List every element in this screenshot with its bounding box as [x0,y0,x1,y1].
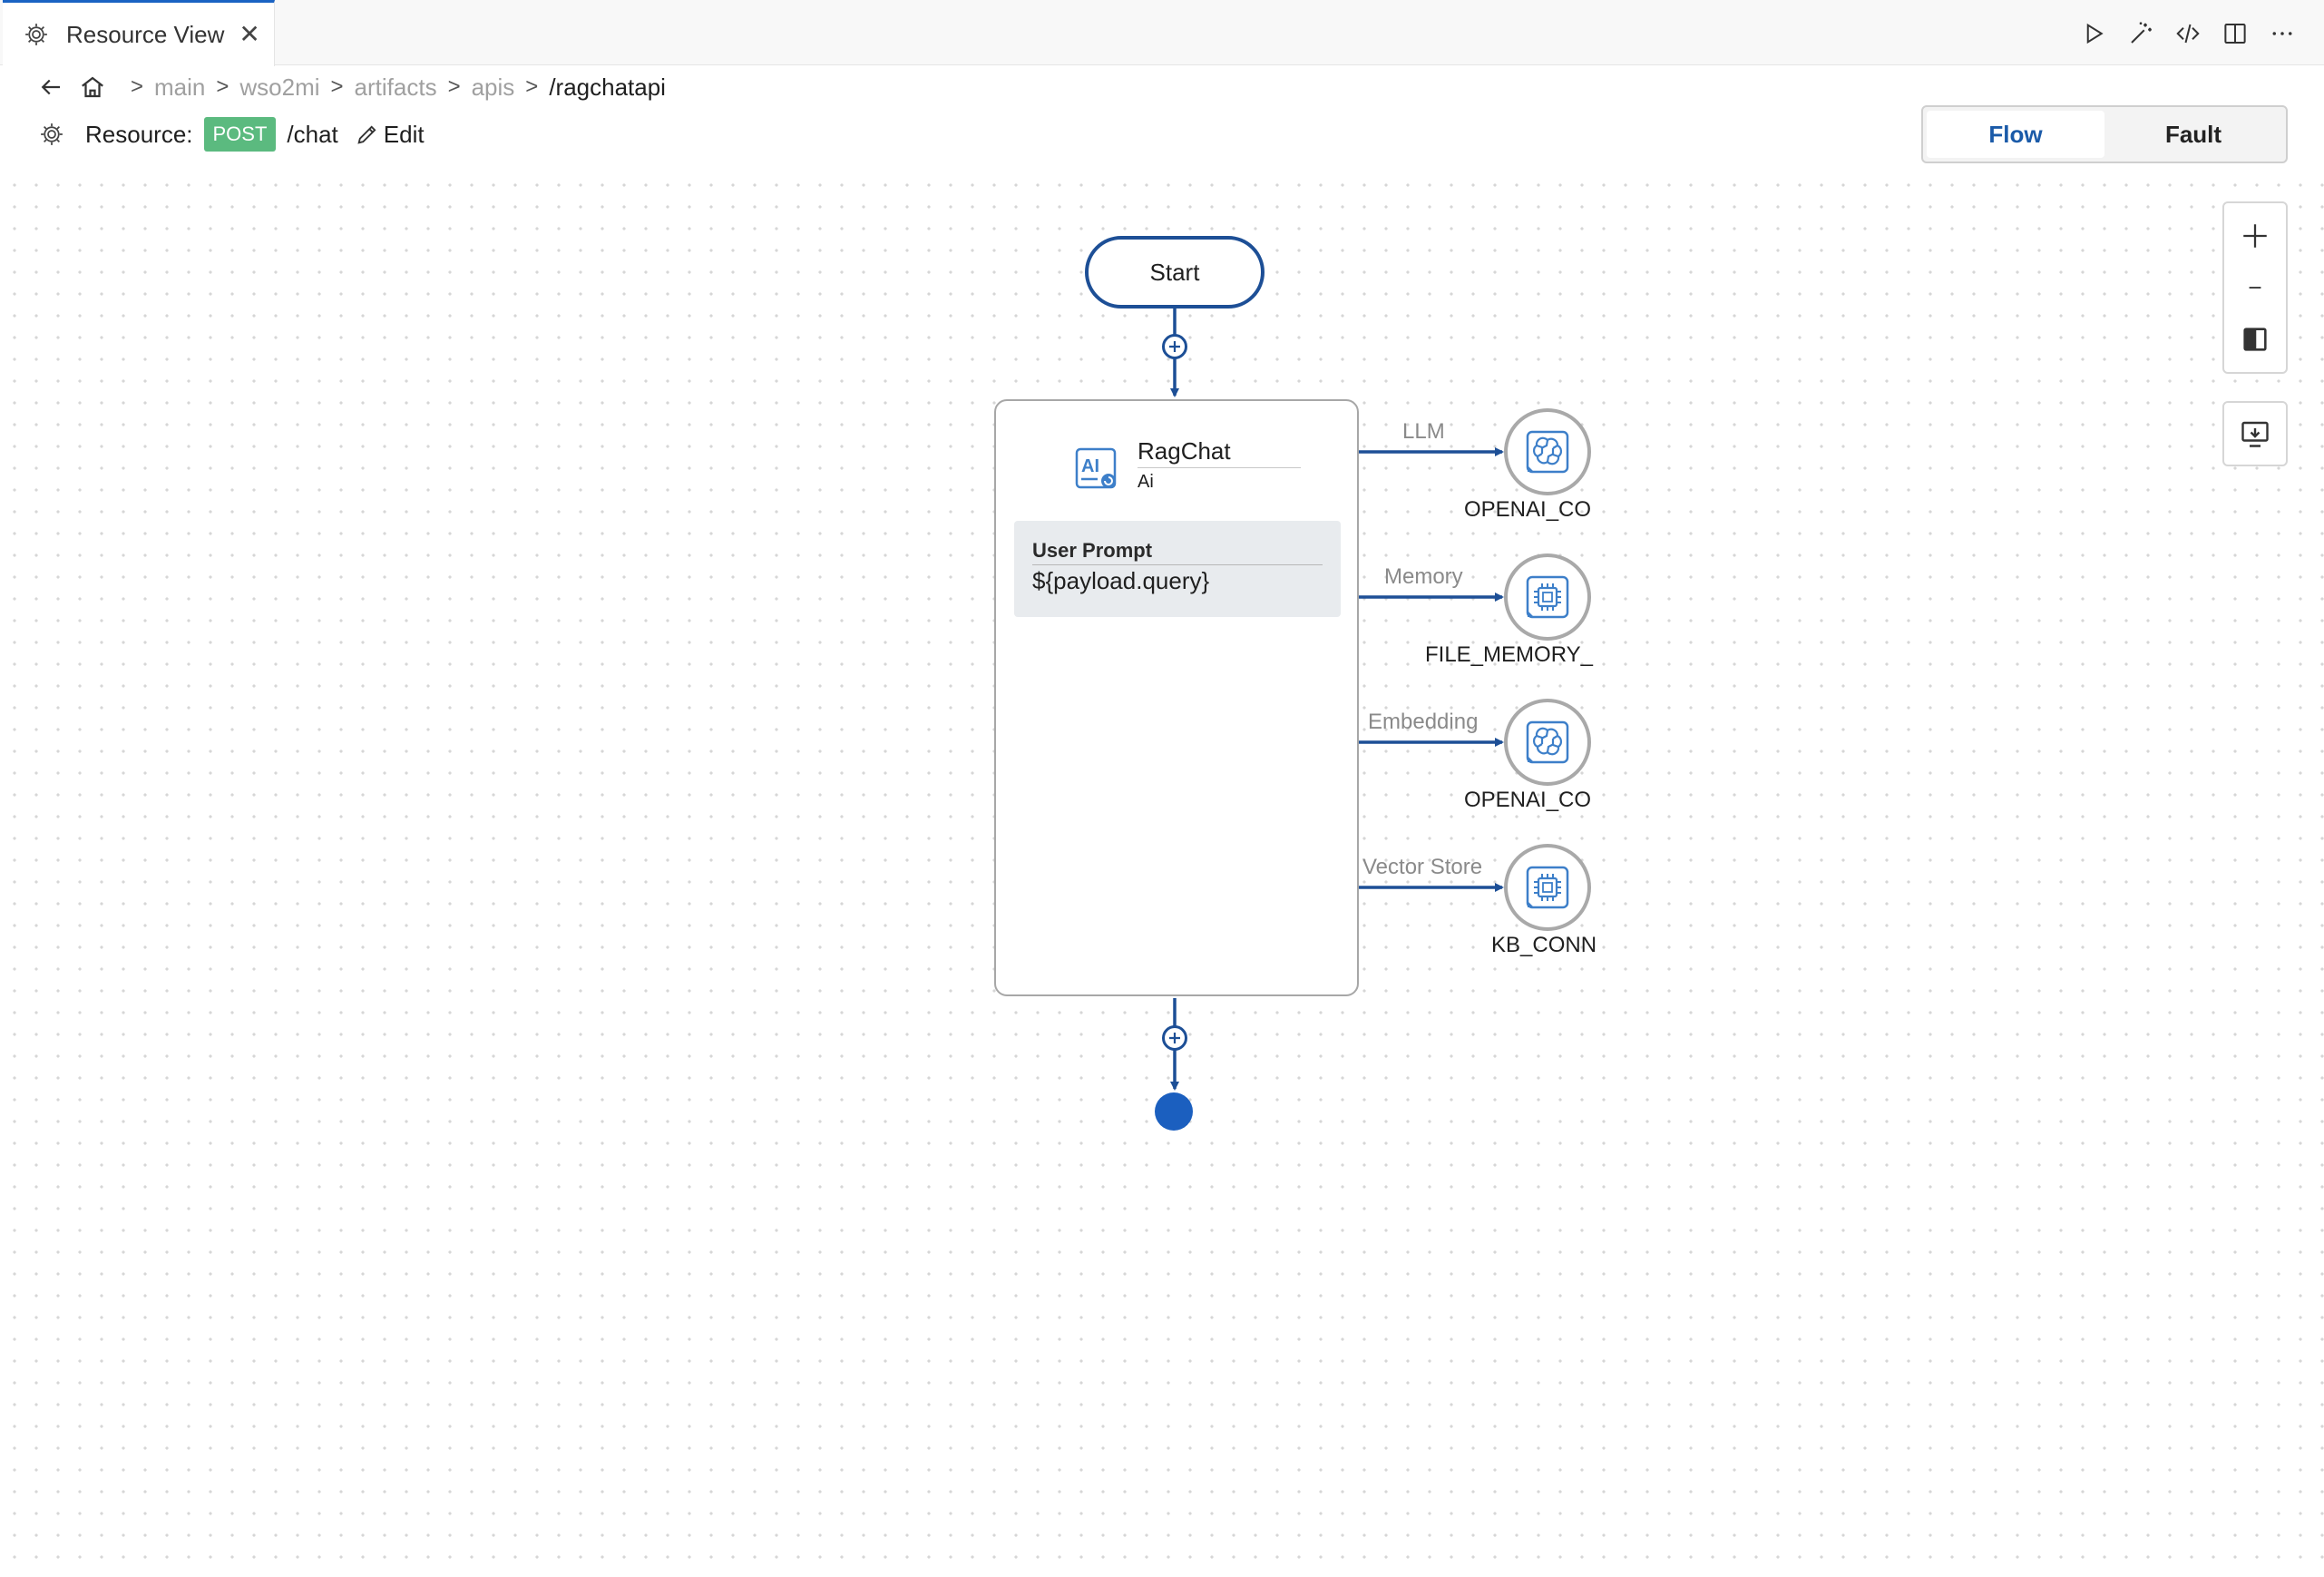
tab-title: Resource View [66,20,225,48]
breadcrumb-item-main[interactable]: main [154,73,206,101]
editor-actions [2070,16,2306,51]
code-icon [2176,24,2200,44]
zoom-in-button[interactable] [2237,218,2273,254]
connector-name-vector-store: KB_CONN [1491,933,1597,957]
connection-label-embedding: Embedding [1368,710,1479,734]
openai-icon [1526,720,1569,764]
connector-openai-embedding[interactable] [1504,699,1591,786]
back-arrow-icon[interactable] [36,73,65,102]
edit-label: Edit [383,120,425,148]
connection-label-llm: LLM [1402,419,1445,444]
screen-download-icon [2241,421,2269,447]
plus-icon [2243,224,2267,249]
editor-tab-bar: Resource View ✕ [0,0,2324,66]
edit-resource-button[interactable]: Edit [355,121,425,149]
breadcrumb-item-apis[interactable]: apis [471,73,515,101]
breadcrumb-current: /ragchatapi [549,73,666,101]
fit-screen-button[interactable] [2222,401,2288,466]
source-view-button[interactable] [2164,16,2212,51]
zoom-controls [2222,201,2288,374]
user-prompt-field[interactable]: User Prompt ${payload.query} [1014,521,1341,617]
home-icon[interactable] [78,73,107,102]
plus-icon [1169,341,1180,352]
gear-icon [41,123,63,145]
columns-icon [2243,328,2267,351]
method-badge: POST [203,117,277,152]
split-editor-button[interactable] [2212,16,2259,51]
minus-icon [2249,287,2261,289]
breadcrumb: > main > wso2mi > artifacts > apis > /ra… [36,71,666,103]
resource-path: /chat [287,120,338,148]
run-icon [2086,23,2104,44]
breadcrumb-item-wso2mi[interactable]: wso2mi [239,73,320,101]
breadcrumb-separator: > [447,74,461,99]
chip-icon [1526,866,1569,909]
magic-wand-icon [2131,22,2152,44]
tab-resource-view[interactable]: Resource View ✕ [3,0,275,66]
close-icon[interactable]: ✕ [239,20,260,48]
ai-node-title: RagChat [1138,437,1301,468]
zoom-out-button[interactable] [2237,269,2273,306]
connector-openai-llm[interactable] [1504,408,1591,495]
connection-label-memory: Memory [1384,564,1463,589]
pencil-icon [357,125,376,144]
user-prompt-label: User Prompt [1032,539,1323,565]
add-node-button-bottom[interactable] [1162,1025,1187,1051]
breadcrumb-separator: > [525,74,539,99]
resource-header: Resource: POST /chat Edit [38,116,425,152]
run-button[interactable] [2070,16,2117,51]
ai-node-subtitle: Ai [1138,472,1154,492]
svg-text:AI: AI [1081,456,1099,476]
resource-label: Resource: [85,120,193,148]
user-prompt-value: ${payload.query} [1032,567,1210,594]
more-actions-button[interactable] [2259,16,2306,51]
ai-assist-button[interactable] [2117,16,2164,51]
openai-icon [1526,430,1569,474]
connector-file-memory[interactable] [1504,553,1591,641]
start-node[interactable]: Start [1085,236,1265,309]
connector-name-embedding: OPENAI_CO [1464,788,1592,812]
connection-label-vector-store: Vector Store [1362,855,1483,879]
gear-icon [25,24,47,45]
tab-flow[interactable]: Flow [1927,111,2104,158]
add-node-button-top[interactable] [1162,334,1187,359]
ai-icon: AI [1075,447,1117,489]
connector-name-memory: FILE_MEMORY_ [1425,642,1593,667]
tab-fault[interactable]: Fault [2164,120,2222,148]
connector-kb[interactable] [1504,844,1591,931]
connector-name-llm: OPENAI_CO [1464,497,1592,522]
ai-node-header: AI RagChat Ai [1074,437,1328,510]
ai-node-ragchat[interactable]: AI RagChat Ai User Prompt ${payload.quer… [994,399,1359,996]
split-editor-icon [2224,24,2246,44]
chip-icon [1526,575,1569,619]
plus-icon [1169,1033,1180,1043]
breadcrumb-separator: > [330,74,344,99]
breadcrumb-item-artifacts[interactable]: artifacts [354,73,437,101]
end-node[interactable] [1155,1092,1193,1131]
breadcrumb-separator: > [131,74,144,99]
breadcrumb-separator: > [216,74,229,99]
more-icon [2272,32,2292,35]
fit-width-button[interactable] [2237,321,2273,358]
view-toggle: Flow Fault [1921,105,2288,163]
